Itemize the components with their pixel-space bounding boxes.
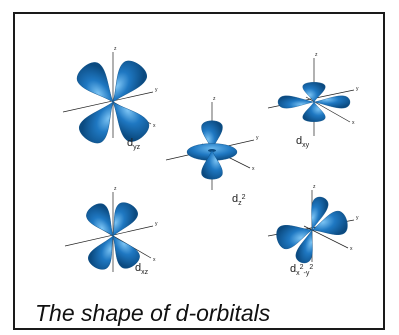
z-axis-label: z xyxy=(315,52,318,58)
orbital-dxz: z y x dxz xyxy=(65,186,158,276)
lobe xyxy=(278,96,314,108)
figure-caption: The shape of d-orbitals xyxy=(35,300,270,327)
lobe xyxy=(303,102,326,122)
d-orbitals-figure: z y x dyz z y x dxy xyxy=(20,14,378,282)
x-axis-label: x xyxy=(153,257,156,263)
y-axis-label: y xyxy=(256,135,259,141)
orbital-dz2: z y x dz2 xyxy=(166,96,259,207)
lobe xyxy=(303,82,326,102)
orbital-label-dxz: dxz xyxy=(135,262,149,276)
x-axis-label: x xyxy=(352,120,355,126)
y-axis-label: y xyxy=(155,221,158,227)
y-axis-label: y xyxy=(356,215,359,221)
x-axis-label: x xyxy=(350,246,353,252)
x-axis-label: x xyxy=(252,166,255,172)
orbital-label-dxy: dxy xyxy=(296,135,310,149)
orbital-dyz: z y x dyz xyxy=(63,46,158,151)
y-axis-label: y xyxy=(356,86,359,92)
orbital-label-dx2y2: dx2-y2 xyxy=(290,263,313,277)
z-axis-label: z xyxy=(114,186,117,192)
lobe xyxy=(75,94,124,148)
x-axis-label: x xyxy=(153,123,156,129)
orbitals-diagram: z y x dyz z y x dxy xyxy=(20,14,378,282)
z-axis-label: z xyxy=(313,184,316,190)
orbital-label-dz2: dz2 xyxy=(232,193,246,207)
y-axis-label: y xyxy=(155,87,158,93)
lobe xyxy=(314,96,350,108)
z-axis-label: z xyxy=(114,46,117,52)
orbital-dx2y2: z y x dx2-y2 xyxy=(268,184,359,277)
orbital-dxy: z y x dxy xyxy=(268,52,359,149)
z-axis-label: z xyxy=(213,96,216,102)
